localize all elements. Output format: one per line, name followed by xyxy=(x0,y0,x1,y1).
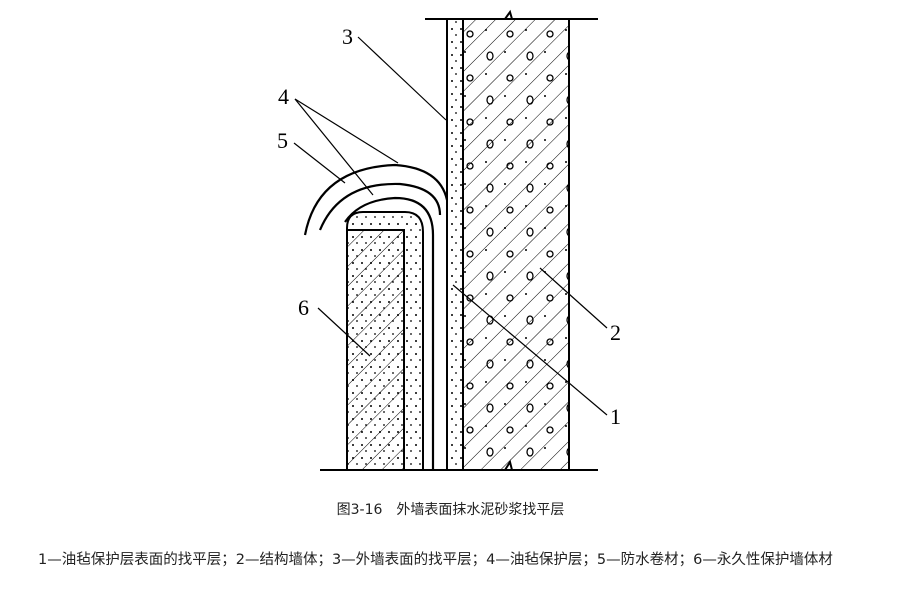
wall-leveling-layer xyxy=(446,18,464,471)
figure-legend: 1—油毡保护层表面的找平层；2—结构墙体；3—外墙表面的找平层；4—油毡保护层；… xyxy=(38,552,833,568)
membrane-layers xyxy=(303,163,449,470)
break-line-top xyxy=(425,9,598,20)
wall-waterproofing-diagram: 1 2 3 4 5 6 xyxy=(277,9,621,471)
structural-wall xyxy=(462,18,570,471)
label-5: 5 xyxy=(277,128,288,153)
label-3: 3 xyxy=(342,24,353,49)
leader-lines xyxy=(293,36,608,416)
label-1: 1 xyxy=(610,404,621,429)
ground-line xyxy=(320,459,598,471)
label-4: 4 xyxy=(278,84,289,109)
label-2: 2 xyxy=(610,320,621,345)
figure-caption: 图3-16 外墙表面抹水泥砂浆找平层 xyxy=(336,502,565,518)
protective-wall xyxy=(346,229,405,471)
label-6: 6 xyxy=(298,295,309,320)
